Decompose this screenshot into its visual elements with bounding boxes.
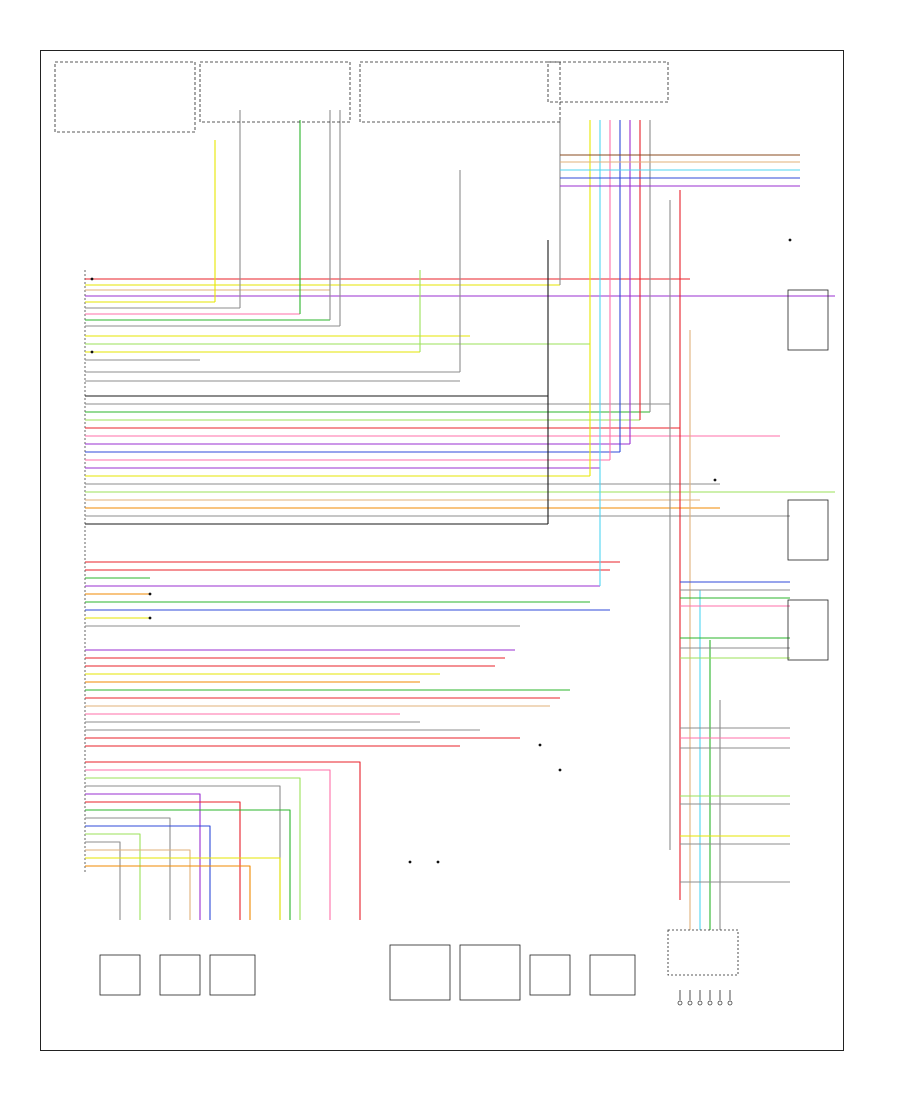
box-o2-sensor	[209, 954, 256, 996]
ecm-wire-bottom-1	[85, 761, 361, 920]
ecm-wire-bottom-7	[85, 809, 291, 920]
ecm-wire-bottom-6	[85, 801, 241, 920]
box-ect-sensor	[99, 954, 141, 996]
box-egr-sensor	[589, 954, 636, 996]
ground-terminal-1	[677, 1000, 683, 1006]
ecm-wire-bottom-4	[85, 785, 281, 920]
splice-5	[408, 860, 412, 864]
box-map-sensor	[459, 944, 521, 1001]
box-cam-sensor	[787, 499, 829, 561]
box-crank-sensor	[787, 289, 829, 351]
ecm-wire-bottom-13	[85, 857, 281, 920]
diagram-frame	[40, 50, 844, 1051]
box-fuse-block	[359, 61, 561, 123]
splice-3	[148, 592, 152, 596]
ecm-wire-bottom-14	[85, 865, 251, 920]
ground-terminal-3	[697, 1000, 703, 1006]
ecm-wire-bottom-12	[85, 849, 191, 920]
splice-8	[558, 768, 562, 772]
box-ignition-fuse	[199, 61, 351, 123]
ecm-wire-bottom-10	[85, 833, 141, 920]
ecm-wire-bottom-8	[85, 817, 171, 920]
ecm-wire-bottom-3	[85, 777, 301, 920]
box-knock-sensor	[529, 954, 571, 996]
ecm-wire-bottom-2	[85, 769, 331, 920]
box-speed-sensor	[787, 599, 829, 661]
box-ecm-header	[547, 61, 669, 103]
splice-2	[90, 350, 94, 354]
ground-terminal-4	[707, 1000, 713, 1006]
box-iat-sensor	[159, 954, 201, 996]
ground-terminal-2	[687, 1000, 693, 1006]
box-ecm-ground-block	[667, 929, 739, 976]
box-tps-sensor	[389, 944, 451, 1001]
ecm-wire-bottom-5	[85, 793, 201, 920]
ground-terminal-5	[717, 1000, 723, 1006]
splice-4	[148, 616, 152, 620]
box-power-relay	[54, 61, 196, 133]
splice-1	[90, 277, 94, 281]
splice-9	[713, 478, 717, 482]
splice-10	[788, 238, 792, 242]
ecm-wire-bottom-11	[85, 841, 121, 920]
ground-terminal-6	[727, 1000, 733, 1006]
ecm-wire-bottom-9	[85, 825, 211, 920]
splice-6	[436, 860, 440, 864]
splice-7	[538, 743, 542, 747]
